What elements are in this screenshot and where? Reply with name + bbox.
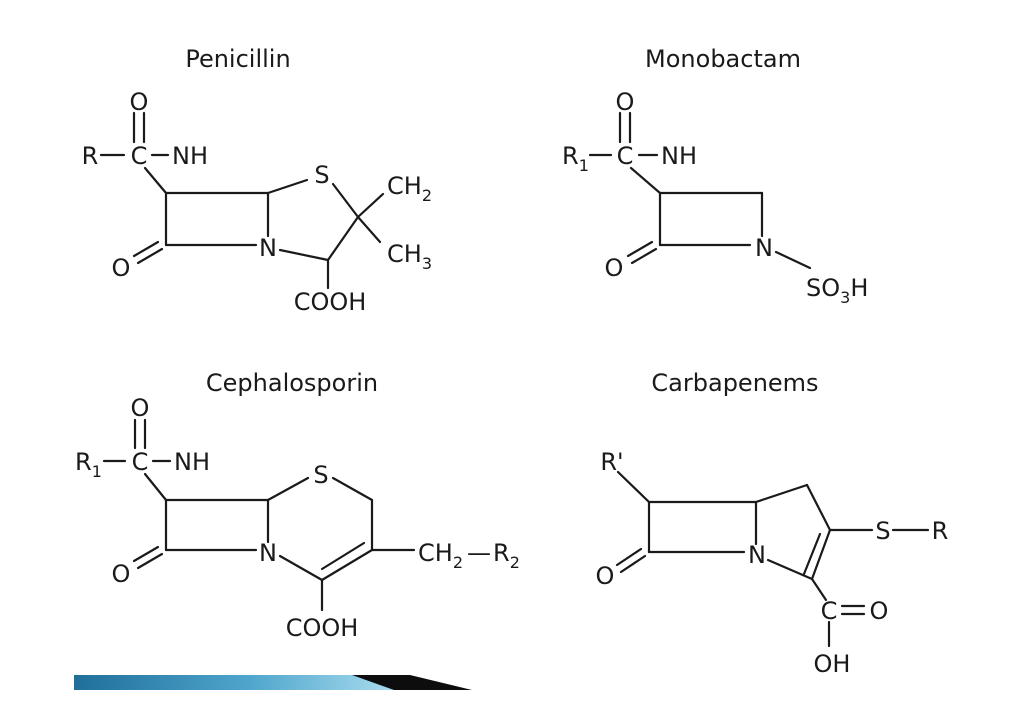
- footer-bar-dark: [352, 675, 472, 690]
- monobactam-r1-group: R1: [562, 142, 589, 175]
- penicillin-title: Penicillin: [185, 45, 290, 73]
- penicillin-lactam-oxygen: O: [112, 254, 131, 282]
- penicillin-structure: Penicillin O R C NH S CH2 CH3 O N COOH: [82, 45, 432, 316]
- penicillin-carbonyl-carbon: C: [131, 142, 148, 170]
- cephalosporin-sulfur: S: [313, 461, 328, 489]
- carbapenems-nitrogen: N: [748, 541, 766, 569]
- penicillin-nitrogen: N: [259, 234, 277, 262]
- monobactam-lactam-oxygen: O: [605, 254, 624, 282]
- footer-bar-gradient: [74, 675, 394, 690]
- monobactam-structure: Monobactam O R1 C NH O N SO3H: [562, 45, 868, 307]
- carbapenems-sulfur: S: [875, 517, 890, 545]
- cephalosporin-ch2-r2: CH2—R2: [418, 539, 520, 572]
- cephalosporin-carbonyl-carbon: C: [132, 448, 149, 476]
- cephalosporin-cooh: COOH: [286, 614, 359, 642]
- carbapenems-title: Carbapenems: [651, 369, 818, 397]
- penicillin-r-group: R: [82, 142, 99, 170]
- carbapenems-acid-carbon: C: [821, 597, 838, 625]
- cephalosporin-title: Cephalosporin: [206, 369, 378, 397]
- carbapenems-hydroxyl: OH: [814, 650, 851, 678]
- carbapenems-r-prime: R': [600, 448, 623, 476]
- carbapenems-r-group: R: [932, 517, 949, 545]
- carbapenems-acid-oxygen: O: [870, 597, 889, 625]
- cephalosporin-lactam-oxygen: O: [112, 560, 131, 588]
- cephalosporin-nh: NH: [174, 448, 210, 476]
- penicillin-ch3: CH3: [387, 240, 432, 273]
- penicillin-nh: NH: [172, 142, 208, 170]
- footer-bar: [74, 675, 472, 690]
- cephalosporin-structure: Cephalosporin O R1 C NH S O N CH2—R2 COO…: [75, 369, 520, 642]
- cephalosporin-carbonyl-oxygen: O: [131, 394, 150, 422]
- monobactam-nh: NH: [661, 142, 697, 170]
- monobactam-so3h: SO3H: [806, 274, 868, 307]
- monobactam-carbonyl-carbon: C: [617, 142, 634, 170]
- monobactam-carbonyl-oxygen: O: [616, 88, 635, 116]
- carbapenems-lactam-oxygen: O: [596, 562, 615, 590]
- cephalosporin-r1-group: R1: [75, 448, 102, 481]
- monobactam-nitrogen: N: [755, 234, 773, 262]
- penicillin-carbonyl-oxygen: O: [130, 88, 149, 116]
- penicillin-cooh: COOH: [294, 288, 367, 316]
- penicillin-sulfur: S: [314, 161, 329, 189]
- monobactam-title: Monobactam: [645, 45, 801, 73]
- carbapenems-structure: Carbapenems R' O N S R C O OH: [596, 369, 949, 678]
- penicillin-ch2: CH2: [387, 172, 432, 205]
- cephalosporin-nitrogen: N: [259, 539, 277, 567]
